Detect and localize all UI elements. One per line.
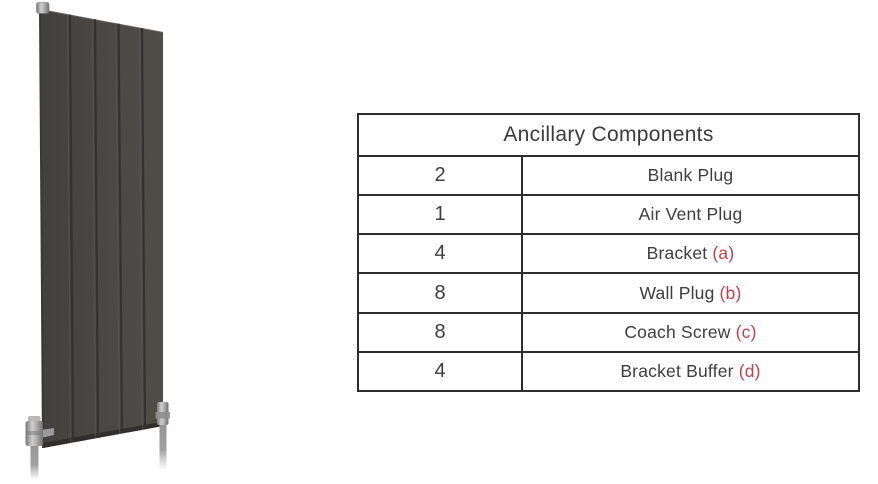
component-name: Air Vent Plug [638, 204, 743, 225]
table-row: 1 Air Vent Plug [357, 194, 860, 236]
table-title: Ancillary Components [357, 113, 860, 157]
component-cell: Air Vent Plug [521, 194, 860, 236]
air-vent-plug-icon [36, 2, 50, 14]
component-cell: Bracket(a) [521, 233, 860, 275]
left-valve-icon [25, 416, 54, 480]
table-row: 4 Bracket Buffer(d) [357, 350, 860, 393]
radiator-illustration [25, 2, 170, 480]
component-ref: (c) [735, 321, 757, 342]
component-ref: (d) [738, 360, 761, 381]
component-cell: Wall Plug(b) [521, 272, 860, 314]
component-cell: Bracket Buffer(d) [521, 350, 860, 393]
component-cell: Coach Screw(c) [521, 311, 860, 353]
qty-cell: 4 [357, 350, 523, 393]
table-row: 2 Blank Plug [357, 154, 860, 197]
component-name: Bracket [646, 243, 708, 264]
component-ref: (a) [712, 243, 735, 264]
component-ref: (b) [719, 282, 742, 303]
ancillary-components-table: Ancillary Components 2 Blank Plug 1 Air … [357, 113, 860, 393]
table-header-row: Ancillary Components [357, 113, 860, 157]
qty-cell: 8 [357, 272, 523, 314]
component-name: Bracket Buffer [620, 360, 734, 381]
qty-cell: 8 [357, 311, 523, 353]
component-name: Wall Plug [639, 282, 715, 303]
qty-cell: 2 [357, 154, 523, 197]
table-row: 8 Coach Screw(c) [357, 311, 860, 353]
panel-gap-lines [67, 14, 147, 443]
table-row: 8 Wall Plug(b) [357, 272, 860, 314]
component-name: Blank Plug [647, 165, 734, 186]
radiator-body [39, 8, 164, 449]
qty-cell: 1 [357, 194, 523, 236]
component-name: Coach Screw [624, 321, 731, 342]
component-cell: Blank Plug [521, 154, 860, 197]
table-row: 4 Bracket(a) [357, 233, 860, 275]
qty-cell: 4 [357, 233, 523, 275]
right-valve-icon [155, 402, 170, 470]
